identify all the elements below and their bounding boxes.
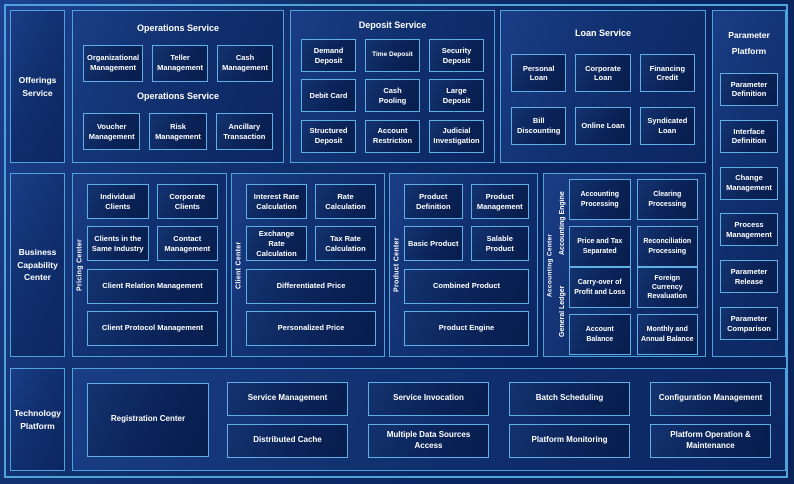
panel-loan-service: Loan Service Personal Loan Corporate Loa…	[500, 10, 706, 163]
node-parameter-definition: Parameter Definition	[720, 72, 778, 106]
node-configuration-management: Configuration Management	[650, 381, 771, 416]
node-account-balance: Account Balance	[569, 314, 631, 355]
panel-pricing-center: Pricing Center Individual Clients Corpor…	[72, 173, 227, 357]
node-structured-deposit: Structured Deposit	[301, 119, 356, 153]
panel-parameter-platform: Parameter Platform Parameter Definition …	[712, 10, 786, 357]
node-contact-management: Contact Management	[156, 226, 218, 262]
node-individual-clients: Individual Clients	[87, 184, 149, 220]
node-interest-rate-calculation: Interest Rate Calculation	[246, 184, 307, 220]
node-cash-management: Cash Management	[217, 44, 273, 82]
node-bill-discounting: Bill Discounting	[511, 107, 567, 146]
rail-technology-platform: Technology Platform	[10, 368, 65, 471]
node-time-deposit: Time Deposit	[365, 39, 420, 73]
node-process-management: Process Management	[720, 213, 778, 247]
node-foreign-currency-revaluation: Foreign Currency Revaluation	[636, 267, 698, 308]
node-risk-management: Risk Management	[149, 113, 207, 151]
general-ledger-label: General Ledger	[559, 285, 566, 337]
node-salable-product: Salable Product	[470, 226, 529, 262]
node-personal-loan: Personal Loan	[511, 54, 567, 93]
node-differentiated-price: Differentiated Price	[246, 268, 376, 304]
panel-client-center: Client Center Interest Rate Calculation …	[231, 173, 385, 357]
node-product-management: Product Management	[470, 184, 529, 220]
panel-operations-service: Operations Service Organizational Manage…	[72, 10, 284, 163]
node-service-invocation: Service Invocation	[368, 381, 489, 416]
node-parameter-comparison: Parameter Comparison	[720, 307, 778, 341]
node-batch-scheduling: Batch Scheduling	[509, 381, 630, 416]
node-financing-credit: Financing Credit	[639, 54, 695, 93]
pricing-center-label: Pricing Center	[76, 238, 84, 292]
node-client-protocol-management: Client Protocol Management	[87, 310, 218, 346]
node-distributed-cache: Distributed Cache	[227, 423, 348, 458]
node-corporate-loan: Corporate Loan	[575, 54, 631, 93]
node-clients-in-same-industry: Clients in the Same Industry	[87, 226, 149, 262]
node-organizational-management: Organizational Management	[83, 44, 144, 82]
rail-business-capability-center: Business Capability Center	[10, 173, 65, 357]
accounting-engine-label: Accounting Engine	[559, 191, 566, 255]
node-product-definition: Product Definition	[404, 184, 463, 220]
panel-technology-platform: Registration Center Service Management S…	[72, 368, 786, 471]
node-teller-management: Teller Management	[152, 44, 209, 82]
node-monthly-and-annual-balance: Monthly and Annual Balance	[636, 314, 698, 355]
node-multiple-data-sources-access: Multiple Data Sources Access	[368, 423, 489, 458]
node-basic-product: Basic Product	[404, 226, 463, 262]
node-account-restriction: Account Restriction	[365, 119, 420, 153]
node-clearing-processing: Clearing Processing	[636, 179, 698, 220]
operations-service-subtitle: Operations Service	[136, 91, 220, 102]
node-online-loan: Online Loan	[575, 107, 631, 146]
node-exchange-rate-calculation: Exchange Rate Calculation	[246, 226, 307, 262]
node-tax-rate-calculation: Tax Rate Calculation	[315, 226, 376, 262]
node-carry-over-of-profit-and-loss: Carry-over of Profit and Loss	[569, 267, 631, 308]
node-price-and-tax-separated: Price and Tax Separated	[569, 226, 631, 267]
accounting-center-label: Accounting Center	[546, 233, 554, 297]
node-debit-card: Debit Card	[301, 79, 356, 113]
node-platform-monitoring: Platform Monitoring	[509, 423, 630, 458]
node-change-management: Change Management	[720, 166, 778, 200]
node-security-deposit: Security Deposit	[429, 39, 484, 73]
panel-accounting-center: Accounting Center Accounting Engine Acco…	[543, 173, 706, 357]
node-platform-operation-maintenance: Platform Operation & Maintenance	[650, 423, 771, 458]
node-personalized-price: Personalized Price	[246, 310, 376, 346]
client-center-label: Client Center	[235, 241, 243, 289]
deposit-service-title: Deposit Service	[358, 20, 427, 31]
node-client-relation-management: Client Relation Management	[87, 268, 218, 304]
node-reconciliation-processing: Reconciliation Processing	[636, 226, 698, 267]
node-combined-product: Combined Product	[404, 268, 529, 304]
node-cash-pooling: Cash Pooling	[365, 79, 420, 113]
node-accounting-processing: Accounting Processing	[569, 179, 631, 220]
panel-product-center: Product Center Product Definition Produc…	[389, 173, 538, 357]
product-center-label: Product Center	[393, 237, 401, 293]
rail-offerings-service: Offerings Service	[10, 10, 65, 163]
node-product-engine: Product Engine	[404, 310, 529, 346]
node-syndicated-loan: Syndicated Loan	[639, 107, 695, 146]
node-corporate-clients: Corporate Clients	[156, 184, 218, 220]
node-parameter-release: Parameter Release	[720, 260, 778, 294]
node-voucher-management: Voucher Management	[83, 113, 141, 151]
node-demand-deposit: Demand Deposit	[301, 39, 356, 73]
loan-service-title: Loan Service	[574, 27, 632, 38]
panel-deposit-service: Deposit Service Demand Deposit Time Depo…	[290, 10, 495, 163]
node-rate-calculation: Rate Calculation	[315, 184, 376, 220]
node-registration-center: Registration Center	[87, 382, 209, 457]
parameter-platform-title: Parameter Platform	[728, 29, 770, 56]
node-large-deposit: Large Deposit	[429, 79, 484, 113]
node-service-management: Service Management	[227, 381, 348, 416]
node-ancillary-transaction: Ancillary Transaction	[215, 113, 273, 151]
node-judicial-investigation: Judicial Investigation	[429, 119, 484, 153]
node-interface-definition: Interface Definition	[720, 119, 778, 153]
operations-service-title: Operations Service	[136, 22, 220, 33]
